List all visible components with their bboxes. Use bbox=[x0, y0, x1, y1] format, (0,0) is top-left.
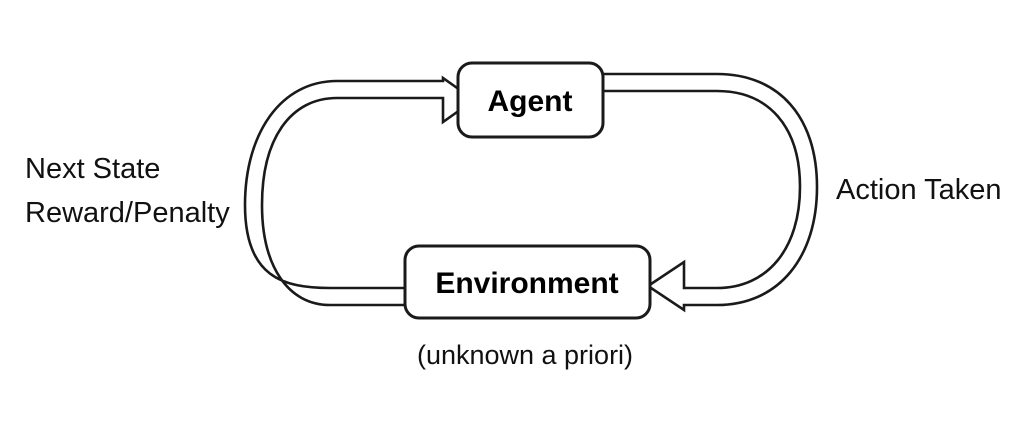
edge-environment-to-agent bbox=[243, 75, 477, 307]
environment-label: Environment bbox=[435, 267, 618, 300]
next-state-label: Next State bbox=[25, 153, 160, 185]
agent-box[interactable] bbox=[456, 61, 605, 139]
reward-penalty-label: Reward/Penalty bbox=[25, 197, 230, 229]
agent-label: Agent bbox=[488, 85, 573, 118]
action-taken-label: Action Taken bbox=[836, 174, 1002, 206]
edge-label-agent-to-environment: Action Taken bbox=[836, 174, 1002, 206]
node-environment[interactable]: Environment bbox=[403, 244, 652, 320]
edge-label-environment-to-agent: Next State Reward/Penalty bbox=[25, 153, 230, 229]
edge-agent-to-environment bbox=[601, 72, 819, 313]
environment-to-agent-arrow-shape bbox=[243, 75, 477, 307]
environment-caption: (unknown a priori) bbox=[417, 340, 633, 370]
agent-to-environment-arrow-shape bbox=[601, 72, 819, 313]
node-agent[interactable]: Agent bbox=[456, 61, 605, 139]
environment-box[interactable] bbox=[403, 244, 652, 320]
